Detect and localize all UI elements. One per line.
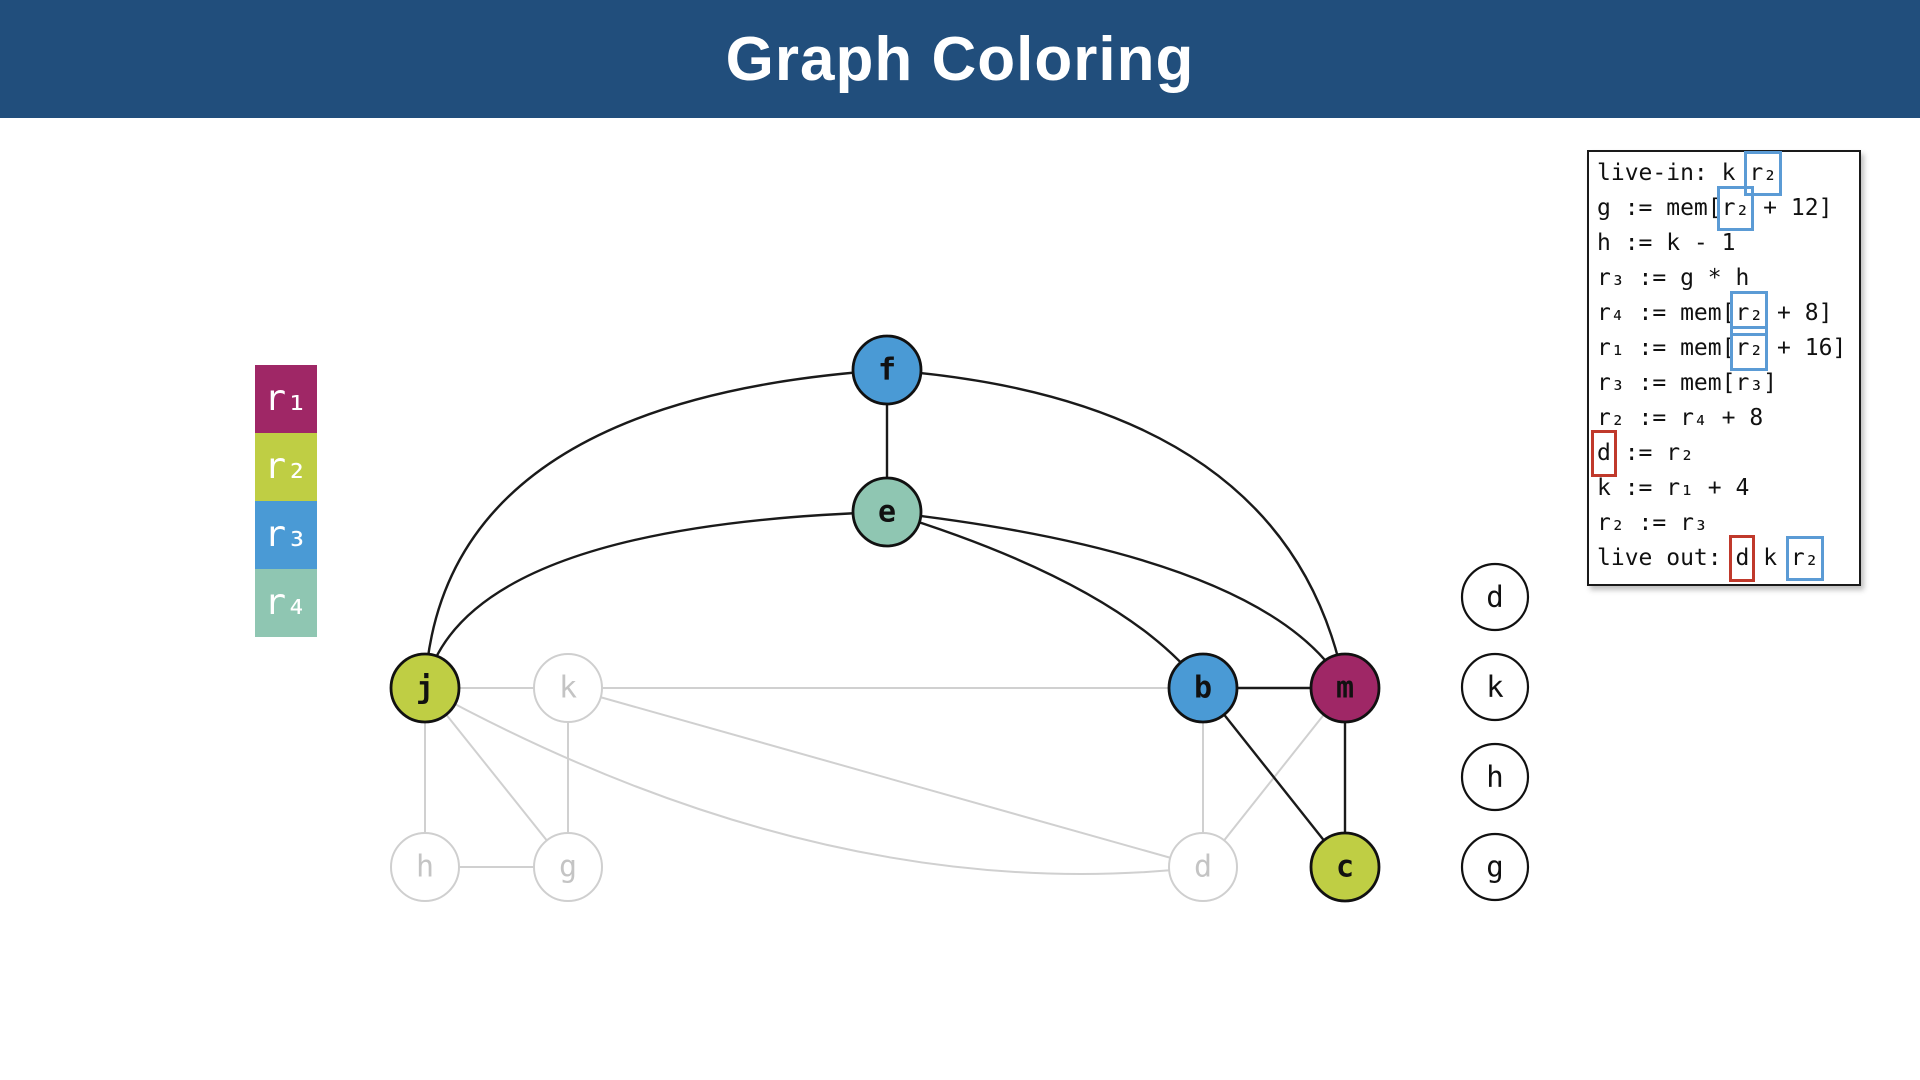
graph-node-g: g bbox=[533, 832, 603, 902]
graph-node-label-b: b bbox=[1194, 671, 1212, 706]
stack-node-label-k: k bbox=[1486, 670, 1504, 704]
graph-edge-j-d bbox=[424, 687, 1204, 875]
code-text: + 12] bbox=[1749, 195, 1833, 221]
graph-node-circle-f bbox=[851, 334, 923, 406]
code-text: live out: bbox=[1597, 545, 1736, 571]
graph-node-label-g: g bbox=[559, 850, 577, 885]
code-line-4: r₃ := g * h bbox=[1597, 261, 1859, 296]
graph-node-label-c: c bbox=[1336, 850, 1354, 885]
code-text: h := k - 1 bbox=[1597, 230, 1736, 256]
code-line-5: r₄ := mem[r₂ + 8] bbox=[1597, 291, 1859, 336]
graph-node-label-h: h bbox=[416, 850, 434, 885]
code-text: r₄ := mem[ bbox=[1597, 300, 1736, 326]
stack-node-label-g: g bbox=[1486, 850, 1503, 884]
graph-node-circle-h bbox=[390, 832, 460, 902]
graph-edge-f-j bbox=[423, 368, 888, 689]
graph-node-b: b bbox=[1167, 652, 1239, 724]
stack-node-circle-g bbox=[1460, 832, 1530, 902]
stack-node-circle-k bbox=[1460, 652, 1530, 722]
graph-node-circle-k bbox=[533, 653, 603, 723]
code-line-7: r₃ := mem[r₃] bbox=[1597, 366, 1859, 401]
graph-node-m: m bbox=[1309, 652, 1381, 724]
code-line-8: r₂ := r₄ + 8 bbox=[1597, 401, 1859, 436]
graph-node-circle-m bbox=[1309, 652, 1381, 724]
graph-node-label-f: f bbox=[878, 353, 896, 388]
graph-node-circle-c bbox=[1309, 831, 1381, 903]
graph-edge-e-m bbox=[886, 510, 1347, 689]
code-line-2: g := mem[r₂ + 12] bbox=[1597, 186, 1859, 231]
graph-node-label-m: m bbox=[1336, 671, 1354, 706]
graph-node-circle-e bbox=[851, 476, 923, 548]
annotation-box-blue: r₂ bbox=[1716, 186, 1755, 231]
graph-node-j: j bbox=[389, 652, 461, 724]
code-line-12: live out: d k r₂ bbox=[1597, 535, 1859, 582]
code-text: g := mem[ bbox=[1597, 195, 1722, 221]
graph-node-f: f bbox=[851, 334, 923, 406]
code-text: r₂ := r₄ + 8 bbox=[1597, 405, 1764, 431]
code-line-11: r₂ := r₃ bbox=[1597, 506, 1859, 541]
graph-edge-e-b bbox=[886, 510, 1204, 689]
code-line-3: h := k - 1 bbox=[1597, 226, 1859, 261]
graph-node-label-k: k bbox=[559, 671, 577, 706]
graph-node-circle-d bbox=[1168, 832, 1238, 902]
code-text: + 8] bbox=[1763, 300, 1833, 326]
graph-edge-k-d bbox=[567, 687, 1204, 868]
code-line-9: d := r₂ bbox=[1591, 430, 1859, 477]
code-text: live-in: k bbox=[1597, 160, 1750, 186]
graph-node-circle-g bbox=[533, 832, 603, 902]
code-text: r₃ := mem[r₃] bbox=[1597, 370, 1778, 396]
code-text: + 16] bbox=[1763, 335, 1847, 361]
graph-node-h: h bbox=[390, 832, 460, 902]
graph-node-d: d bbox=[1168, 832, 1238, 902]
legend-item-r1: r₁ bbox=[255, 365, 317, 433]
annotation-box-blue: r₂ bbox=[1785, 536, 1824, 581]
graph-edge-f-m bbox=[886, 368, 1347, 689]
graph-edge-e-j bbox=[423, 510, 888, 689]
stack-node-label-d: d bbox=[1486, 580, 1503, 614]
legend-item-r2: r₂ bbox=[255, 433, 317, 501]
stack-column: d k h g bbox=[1460, 562, 1530, 902]
graph-edge-b-c bbox=[1202, 687, 1346, 868]
graph-edge-j-g bbox=[424, 687, 569, 868]
code-line-6: r₁ := mem[r₂ + 16] bbox=[1597, 326, 1859, 371]
stack-node-d: d bbox=[1460, 562, 1530, 632]
graph-node-circle-b bbox=[1167, 652, 1239, 724]
code-text: r₂ := r₃ bbox=[1597, 510, 1708, 536]
code-text: := r₂ bbox=[1610, 440, 1694, 466]
legend-item-r4: r₄ bbox=[255, 569, 317, 637]
annotation-box-blue: r₂ bbox=[1730, 291, 1769, 336]
code-text: k bbox=[1749, 545, 1791, 571]
graph-node-k: k bbox=[533, 653, 603, 723]
graph-node-label-d: d bbox=[1194, 850, 1212, 885]
code-line-10: k := r₁ + 4 bbox=[1597, 471, 1859, 506]
code-line-1: live-in: k r₂ bbox=[1597, 151, 1859, 196]
code-text: r₃ := g * h bbox=[1597, 265, 1750, 291]
page-title: Graph Coloring bbox=[725, 24, 1195, 94]
stack-node-circle-d bbox=[1460, 562, 1530, 632]
code-text: r₁ := mem[ bbox=[1597, 335, 1736, 361]
stack-node-g: g bbox=[1460, 832, 1530, 902]
annotation-box-red: d bbox=[1591, 430, 1617, 477]
stack-node-circle-h bbox=[1460, 742, 1530, 812]
stack-node-k: k bbox=[1460, 652, 1530, 722]
stack-node-h: h bbox=[1460, 742, 1530, 812]
annotation-box-blue: r₂ bbox=[1744, 151, 1782, 196]
graph-node-circle-j bbox=[389, 652, 461, 724]
graph-node-c: c bbox=[1309, 831, 1381, 903]
annotation-box-red: d bbox=[1729, 535, 1756, 582]
legend-item-r3: r₃ bbox=[255, 501, 317, 569]
annotation-box-blue: r₂ bbox=[1730, 326, 1769, 371]
code-text: k := r₁ + 4 bbox=[1597, 475, 1750, 501]
title-bar: Graph Coloring bbox=[0, 0, 1920, 118]
graph-node-e: e bbox=[851, 476, 923, 548]
graph-node-label-j: j bbox=[416, 671, 434, 706]
stack-node-label-h: h bbox=[1486, 760, 1503, 794]
graph-node-label-e: e bbox=[878, 495, 896, 530]
